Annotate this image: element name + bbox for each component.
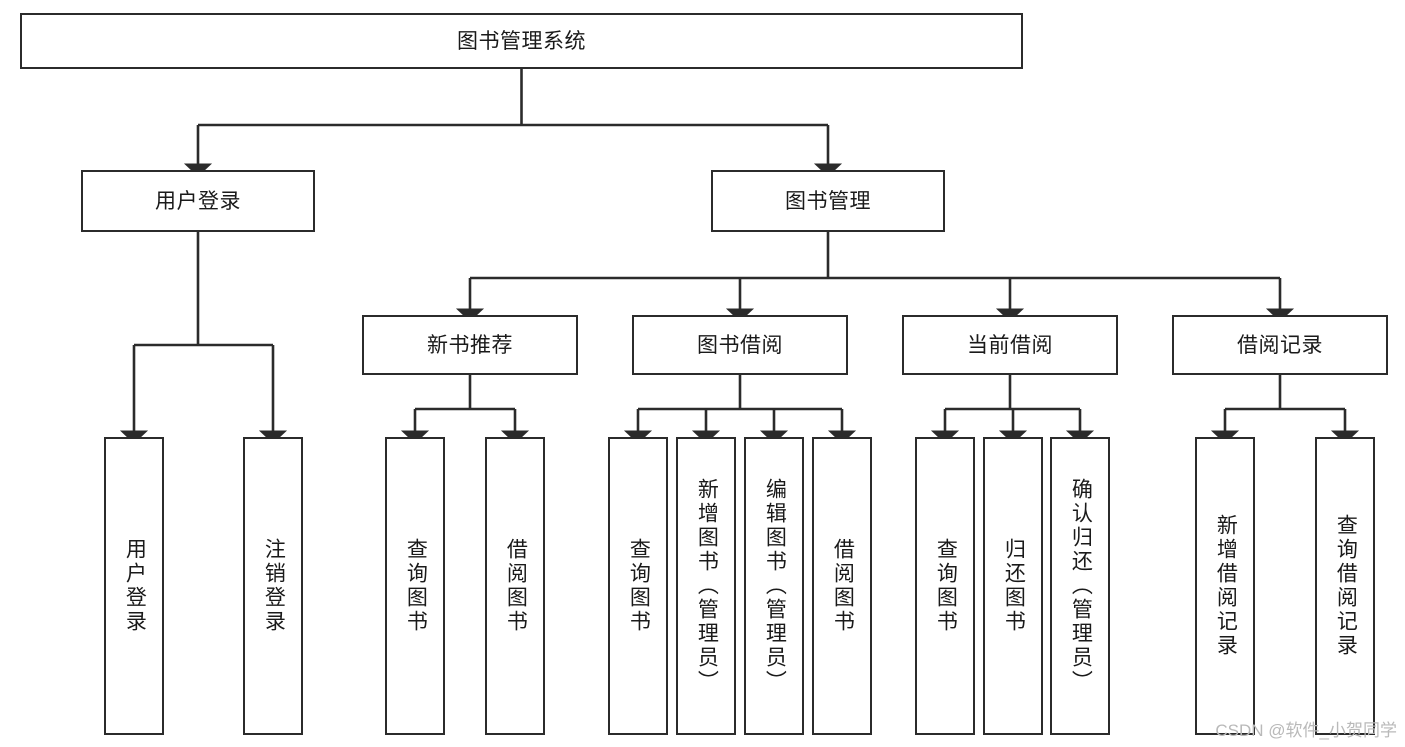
node-new-book-recommend-label: 新书推荐 xyxy=(427,333,513,357)
node-book-manage[interactable]: 图书管理 xyxy=(711,170,945,232)
node-leaf-return-book[interactable]: 归还图书 xyxy=(983,437,1043,735)
node-leaf-borrow-book-2-label: 借阅图书 xyxy=(831,538,855,634)
node-leaf-add-book[interactable]: 新增图书（管理员） xyxy=(676,437,736,735)
node-leaf-query-book-1-label: 查询图书 xyxy=(404,538,428,634)
node-current-borrow[interactable]: 当前借阅 xyxy=(902,315,1118,375)
node-book-manage-label: 图书管理 xyxy=(785,189,871,213)
node-leaf-borrow-book-2[interactable]: 借阅图书 xyxy=(812,437,872,735)
node-leaf-add-record-label: 新增借阅记录 xyxy=(1214,514,1238,658)
node-book-borrow[interactable]: 图书借阅 xyxy=(632,315,848,375)
node-leaf-borrow-book-1-label: 借阅图书 xyxy=(504,538,528,634)
node-leaf-user-login-label: 用户登录 xyxy=(123,538,147,634)
watermark-text: CSDN @软件_小贺同学 xyxy=(1215,721,1397,740)
node-leaf-query-book-3[interactable]: 查询图书 xyxy=(915,437,975,735)
node-leaf-add-record[interactable]: 新增借阅记录 xyxy=(1195,437,1255,735)
node-user-login[interactable]: 用户登录 xyxy=(81,170,315,232)
node-leaf-borrow-book-1[interactable]: 借阅图书 xyxy=(485,437,545,735)
node-leaf-logout[interactable]: 注销登录 xyxy=(243,437,303,735)
node-leaf-logout-label: 注销登录 xyxy=(262,538,286,634)
node-leaf-query-book-2[interactable]: 查询图书 xyxy=(608,437,668,735)
node-leaf-query-book-1[interactable]: 查询图书 xyxy=(385,437,445,735)
node-root-label: 图书管理系统 xyxy=(457,29,586,53)
node-leaf-return-book-label: 归还图书 xyxy=(1002,538,1026,634)
node-borrow-record-label: 借阅记录 xyxy=(1237,333,1323,357)
node-new-book-recommend[interactable]: 新书推荐 xyxy=(362,315,578,375)
node-user-login-label: 用户登录 xyxy=(155,189,241,213)
node-leaf-query-record[interactable]: 查询借阅记录 xyxy=(1315,437,1375,735)
node-book-borrow-label: 图书借阅 xyxy=(697,333,783,357)
node-leaf-confirm-return-label: 确认归还（管理员） xyxy=(1069,478,1093,694)
node-leaf-query-book-3-label: 查询图书 xyxy=(934,538,958,634)
node-borrow-record[interactable]: 借阅记录 xyxy=(1172,315,1388,375)
node-leaf-add-book-label: 新增图书（管理员） xyxy=(695,478,719,694)
node-leaf-edit-book[interactable]: 编辑图书（管理员） xyxy=(744,437,804,735)
node-root[interactable]: 图书管理系统 xyxy=(20,13,1023,69)
node-leaf-user-login[interactable]: 用户登录 xyxy=(104,437,164,735)
edges-group xyxy=(119,69,1360,444)
node-leaf-query-book-2-label: 查询图书 xyxy=(627,538,651,634)
node-leaf-confirm-return[interactable]: 确认归还（管理员） xyxy=(1050,437,1110,735)
node-leaf-edit-book-label: 编辑图书（管理员） xyxy=(763,478,787,694)
node-leaf-query-record-label: 查询借阅记录 xyxy=(1334,514,1358,658)
node-current-borrow-label: 当前借阅 xyxy=(967,333,1053,357)
